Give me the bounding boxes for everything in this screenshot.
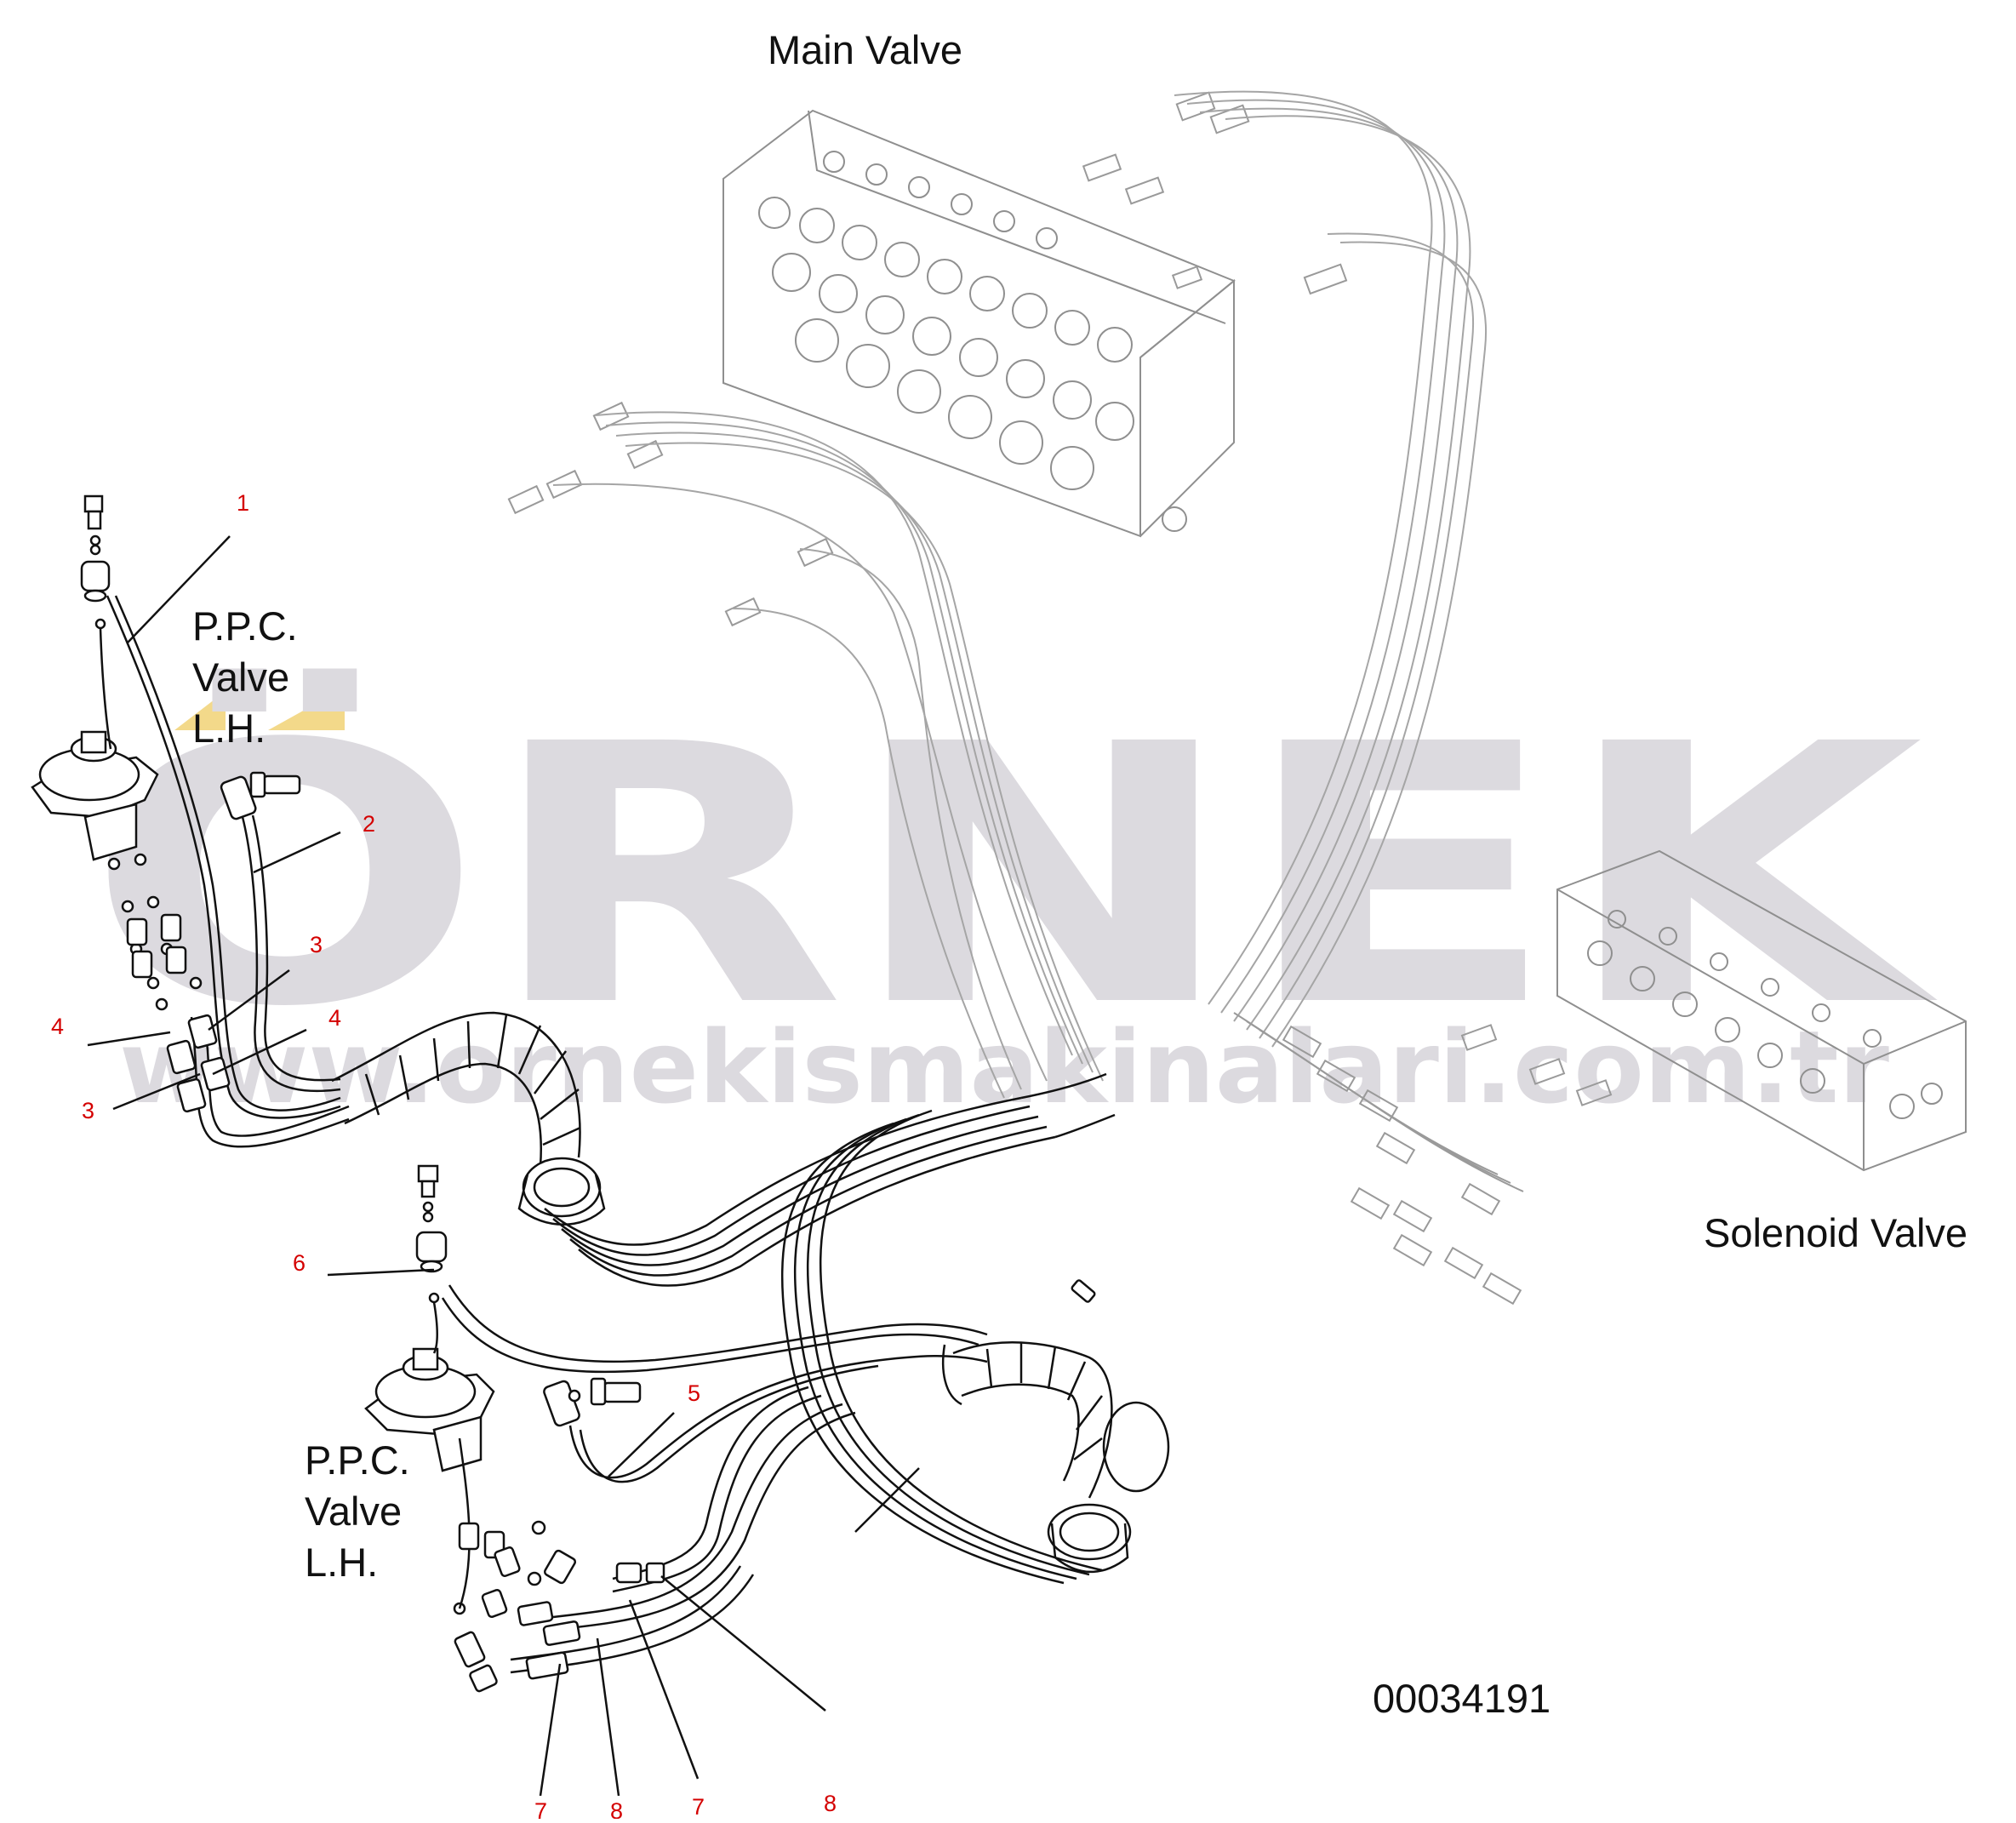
callout-6: 6: [293, 1250, 306, 1276]
watermark: ÖRNEK www.ornekismakinalari.com.tr: [85, 665, 1941, 1126]
callout-1: 1: [237, 490, 249, 516]
callout-5: 5: [688, 1380, 700, 1406]
watermark-accent-left: [174, 691, 226, 730]
ppc-valve-upper: [31, 494, 301, 1011]
callout-4-right: 4: [328, 1005, 341, 1031]
callout-8-right: 8: [824, 1791, 837, 1816]
upper-spiral-wrap: [331, 1011, 606, 1226]
ppc-upper-label-3: L.H.: [192, 706, 266, 751]
main-valve-fittings: [507, 91, 1348, 627]
drawing-number: 00034191: [1373, 1676, 1551, 1721]
callout-7-left: 7: [534, 1798, 547, 1819]
labels: Main Valve Solenoid Valve P.P.C. Valve L…: [192, 27, 1967, 1721]
main-valve-hoses: [552, 90, 1488, 1099]
lower-spiral-wrap: [941, 1279, 1170, 1574]
solenoid-valve-block: [1556, 849, 1967, 1172]
ppc-lower-label-3: L.H.: [305, 1540, 378, 1585]
callout-4-left: 4: [51, 1014, 64, 1039]
ppc-upper-label-2: Valve: [192, 654, 289, 700]
dark-hose-bundle: [544, 1072, 1116, 1585]
ppc-upper-label-1: P.P.C.: [192, 603, 298, 649]
watermark-brand: ÖRNEK: [85, 665, 1941, 1085]
upper-connectors: [126, 913, 231, 1113]
callouts: 1 2 3 4 4 3 6 5 7 8 7 8: [51, 490, 837, 1823]
ppc-upper-hoses: [99, 595, 350, 1148]
callout-2: 2: [363, 811, 375, 837]
solenoid-fittings: [1233, 1012, 1613, 1306]
solenoid-valve-label: Solenoid Valve: [1704, 1210, 1967, 1255]
main-valve-label: Main Valve: [768, 27, 962, 72]
main-valve-ports: [758, 151, 1187, 532]
callout-3-upper: 3: [310, 932, 323, 957]
lower-connectors: [454, 1522, 665, 1693]
ppc-lower-label-2: Valve: [305, 1489, 402, 1534]
watermark-accent-right: [268, 688, 345, 730]
callout-8-left: 8: [610, 1798, 623, 1819]
callout-3-lower: 3: [82, 1098, 94, 1123]
leader-lines: [87, 535, 920, 1797]
ppc-lower-label-1: P.P.C.: [305, 1437, 410, 1483]
watermark-url: www.ornekismakinalari.com.tr: [119, 1009, 1889, 1126]
callout-7-right: 7: [692, 1794, 705, 1819]
main-valve-block: [722, 109, 1236, 538]
